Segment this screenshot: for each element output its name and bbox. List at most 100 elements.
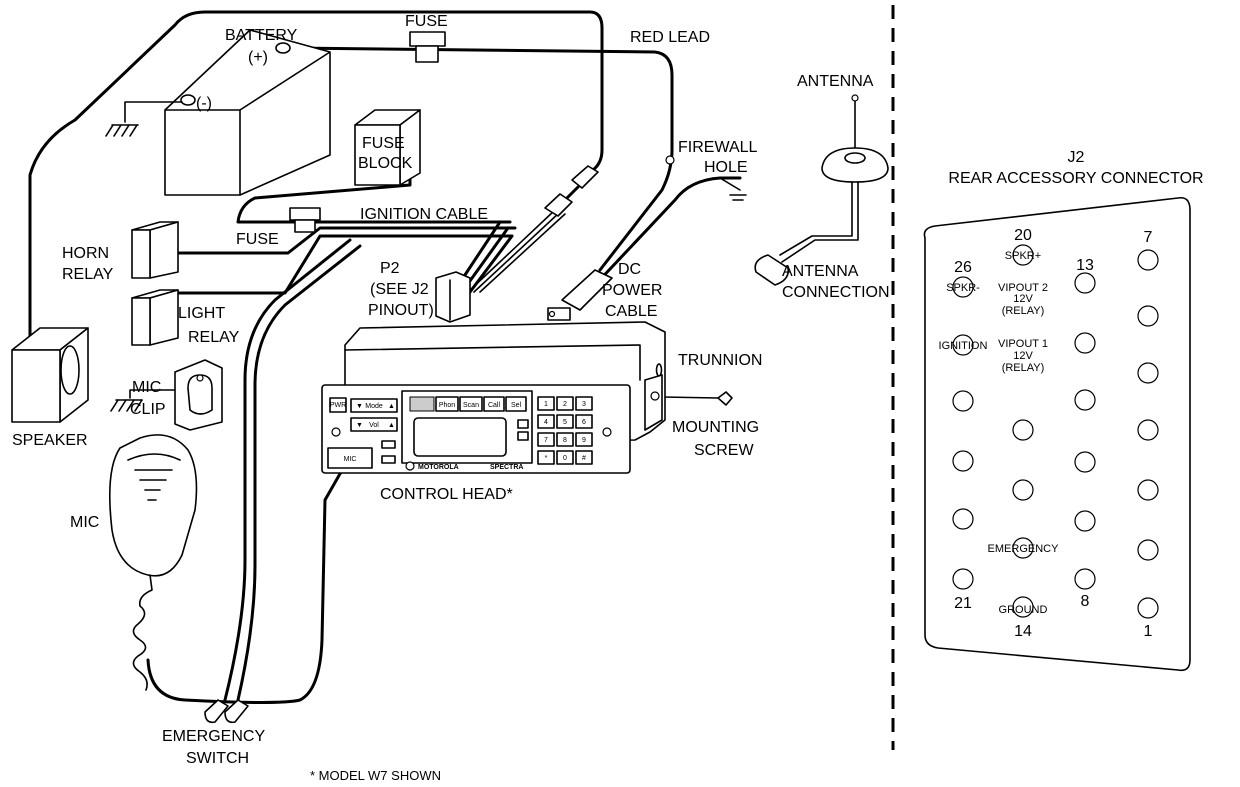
pin-hole[interactable] — [1137, 305, 1159, 327]
label-j2: J2 — [1068, 149, 1085, 166]
pin-hole[interactable] — [1074, 568, 1096, 590]
mounting-screw-line — [661, 396, 719, 399]
label-firewall-1: FIREWALL — [678, 139, 758, 156]
p2-connector — [435, 271, 471, 323]
keypad-key[interactable] — [537, 450, 555, 465]
keypad-key-label: # — [582, 455, 586, 462]
pin-hole[interactable] — [952, 450, 974, 472]
keypad-key-label: 9 — [582, 437, 586, 444]
keypad-key[interactable] — [575, 432, 593, 447]
keypad-key[interactable] — [556, 432, 574, 447]
component-labels: BATTERY (+) (-) FUSE RED LEAD FUSE BLOCK… — [12, 13, 1204, 783]
softkey-phon-label: Phon — [439, 402, 455, 409]
pin-hole[interactable] — [1137, 539, 1159, 561]
keypad-key-label: 5 — [563, 419, 567, 426]
softkey-sel-label: Sel — [511, 402, 522, 409]
pin-label-vipout2-voltage: 12V — [1013, 293, 1033, 305]
keypad-key-label: 1 — [544, 401, 548, 408]
label-p2-3: PINOUT) — [368, 302, 434, 319]
pwr-button[interactable] — [329, 397, 347, 413]
emergency-switch-wires — [223, 238, 362, 702]
softkey-scan[interactable] — [459, 396, 483, 412]
keypad-key-label: * — [545, 455, 548, 462]
label-battery-negative: (-) — [196, 95, 212, 112]
keypad-key[interactable] — [575, 414, 593, 429]
keypad-key[interactable] — [537, 432, 555, 447]
pin-hole[interactable] — [1137, 597, 1159, 619]
pin-hole[interactable] — [1074, 272, 1096, 294]
fuse-block — [354, 109, 421, 186]
softkey-sel[interactable] — [505, 396, 527, 412]
screw-hole-icon — [331, 427, 341, 437]
label-fuse-block-1: FUSE — [362, 135, 405, 152]
pin-hole[interactable] — [1012, 479, 1034, 501]
j2-pin-labels: SPKR+ SPKR- VIPOUT 2 12V (RELAY) IGNITIO… — [939, 250, 1060, 616]
pin-hole[interactable] — [1074, 451, 1096, 473]
small-button[interactable] — [517, 431, 529, 441]
small-button[interactable] — [381, 440, 396, 449]
softkey-call[interactable] — [483, 396, 505, 412]
pin-hole[interactable] — [1137, 419, 1159, 441]
vol-button[interactable] — [350, 417, 398, 432]
mic-cord — [146, 463, 347, 704]
pin-hole[interactable] — [1074, 389, 1096, 411]
pin-number-20: 20 — [1014, 227, 1032, 244]
label-antenna: ANTENNA — [797, 73, 874, 90]
label-mic-clip-1: MIC — [132, 379, 161, 396]
red-lead-wire — [288, 46, 674, 272]
mic-port-label: MIC — [344, 456, 357, 463]
label-speaker: SPEAKER — [12, 432, 88, 449]
pin-hole[interactable] — [952, 334, 974, 356]
softkey-phon[interactable] — [435, 396, 459, 412]
battery-positive-terminal — [275, 42, 291, 54]
softkey-scan-label: Scan — [463, 402, 479, 409]
pin-label-vipout2: VIPOUT 2 — [998, 282, 1048, 294]
keypad-key[interactable] — [575, 396, 593, 411]
pin-number-21: 21 — [954, 595, 972, 612]
pin-hole[interactable] — [1012, 596, 1034, 618]
pin-hole[interactable] — [1012, 419, 1034, 441]
pin-hole[interactable] — [1012, 537, 1034, 559]
mode-button[interactable] — [350, 398, 398, 413]
pin-hole[interactable] — [952, 568, 974, 590]
fuse-mid — [289, 207, 321, 233]
ignition-cable-wires — [176, 168, 587, 295]
label-mounting-2: SCREW — [694, 442, 754, 459]
inline-fuse-holders — [544, 155, 675, 217]
label-antenna-connection-1: ANTENNA — [782, 263, 859, 280]
pin-hole[interactable] — [952, 508, 974, 530]
mic-port[interactable] — [327, 447, 373, 469]
keypad-key[interactable] — [556, 450, 574, 465]
battery — [105, 29, 331, 196]
pin-hole[interactable] — [1012, 244, 1034, 266]
keypad-key[interactable] — [575, 450, 593, 465]
softkey-row: Phon Scan Call Sel — [435, 396, 527, 412]
label-fuse-mid: FUSE — [236, 231, 279, 248]
mic-clip — [110, 359, 223, 431]
label-p2-1: P2 — [380, 260, 400, 277]
keypad-key-label: 8 — [563, 437, 567, 444]
small-button[interactable] — [517, 419, 529, 429]
speaker-wire — [28, 10, 604, 342]
pin-hole[interactable] — [1074, 510, 1096, 532]
label-mic-clip-2: CLIP — [130, 401, 166, 418]
pin-hole[interactable] — [1137, 362, 1159, 384]
pin-hole[interactable] — [952, 276, 974, 298]
pin-hole[interactable] — [1137, 479, 1159, 501]
label-horn-relay-2: RELAY — [62, 266, 114, 283]
pin-label-spkr-plus: SPKR+ — [1005, 250, 1041, 262]
small-button[interactable] — [381, 455, 396, 464]
keypad-key[interactable] — [556, 396, 574, 411]
dc-power-plug — [547, 269, 613, 321]
keypad-key[interactable] — [537, 396, 555, 411]
microphone — [108, 434, 198, 691]
pin-hole[interactable] — [1137, 249, 1159, 271]
trunnion — [644, 374, 663, 431]
pin-hole[interactable] — [952, 390, 974, 412]
pin-hole[interactable] — [1074, 332, 1096, 354]
keypad-key[interactable] — [556, 414, 574, 429]
control-head-front: PWR Mode ▼ ▲ Vol ▼ ▲ MIC Phon Scan Call … — [321, 384, 631, 474]
keypad-key[interactable] — [537, 414, 555, 429]
softkey-call-label: Call — [488, 402, 501, 409]
